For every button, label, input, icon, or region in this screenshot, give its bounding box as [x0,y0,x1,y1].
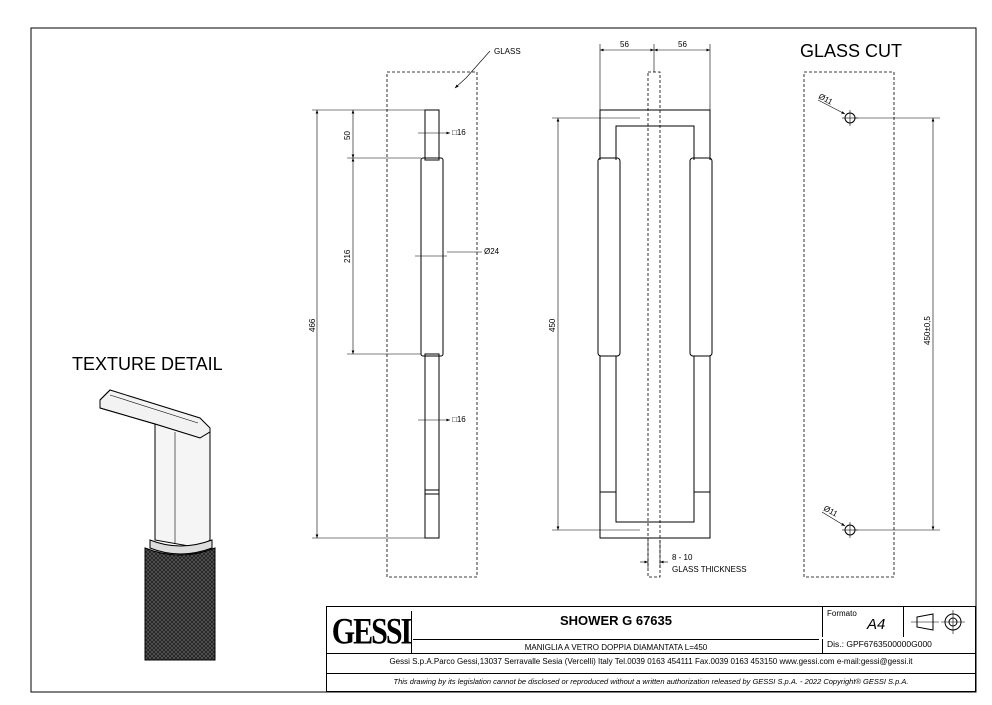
drawing-number: Dis.: GPF6763500000G000 [822,639,976,653]
company-address: Gessi S.p.A.Parco Gessi,13037 Serravalle… [389,657,913,666]
front-view: 56 56 450 8 - 10 GLASS THICKNESS [548,40,747,578]
dim-50: 50 [343,131,352,140]
dim-dia11-top: Ø11 [817,92,835,107]
dim-216: 216 [343,249,352,263]
glass-cut-title: GLASS CUT [800,41,902,61]
glass-panel-cut [803,71,895,578]
product-description: MANIGLIA A VETRO DOPPIA DIAMANTATA L=450 [413,639,819,652]
title-block: GESSI SHOWER G 67635 MANIGLIA A VETRO DO… [326,606,976,692]
dim-450: 450 [548,318,557,332]
dim-sq16-bottom: □16 [452,415,466,424]
drawing-border [30,27,977,693]
gessi-logo: GESSI [331,611,412,653]
glass-label: GLASS [494,47,521,56]
format-value: A4 [867,616,886,633]
glass-panel-side [386,71,478,578]
product-title: SHOWER G 67635 [560,613,672,628]
dim-450-tol: 450±0,5 [923,316,932,345]
dim-dia24: Ø24 [484,247,500,256]
texture-detail-render [99,389,216,661]
title-block-divider-2 [327,673,975,674]
logo-text: GESSI [331,610,412,652]
glass-thickness-label: GLASS THICKNESS [672,565,747,574]
format-cell: Formato A4 [822,607,904,637]
texture-detail-title: TEXTURE DETAIL [72,354,223,374]
side-view: GLASS 466 50 216 □16 Ø24 □16 [308,47,521,578]
copyright-notice: This drawing by its legislation cannot b… [393,677,909,686]
dim-sq16-top: □16 [452,128,466,137]
dim-thickness: 8 - 10 [672,553,693,562]
dim-dia11-bottom: Ø11 [822,504,840,519]
format-label: Formato [827,609,857,618]
dim-466: 466 [308,318,317,332]
glass-panel-front [647,71,661,578]
projection-symbol-icon [903,607,975,637]
glass-cut-view: GLASS CUT Ø11 Ø11 450±0,5 [800,41,940,578]
dim-56-left: 56 [620,40,629,49]
dim-56-right: 56 [678,40,687,49]
title-block-divider [327,653,975,654]
